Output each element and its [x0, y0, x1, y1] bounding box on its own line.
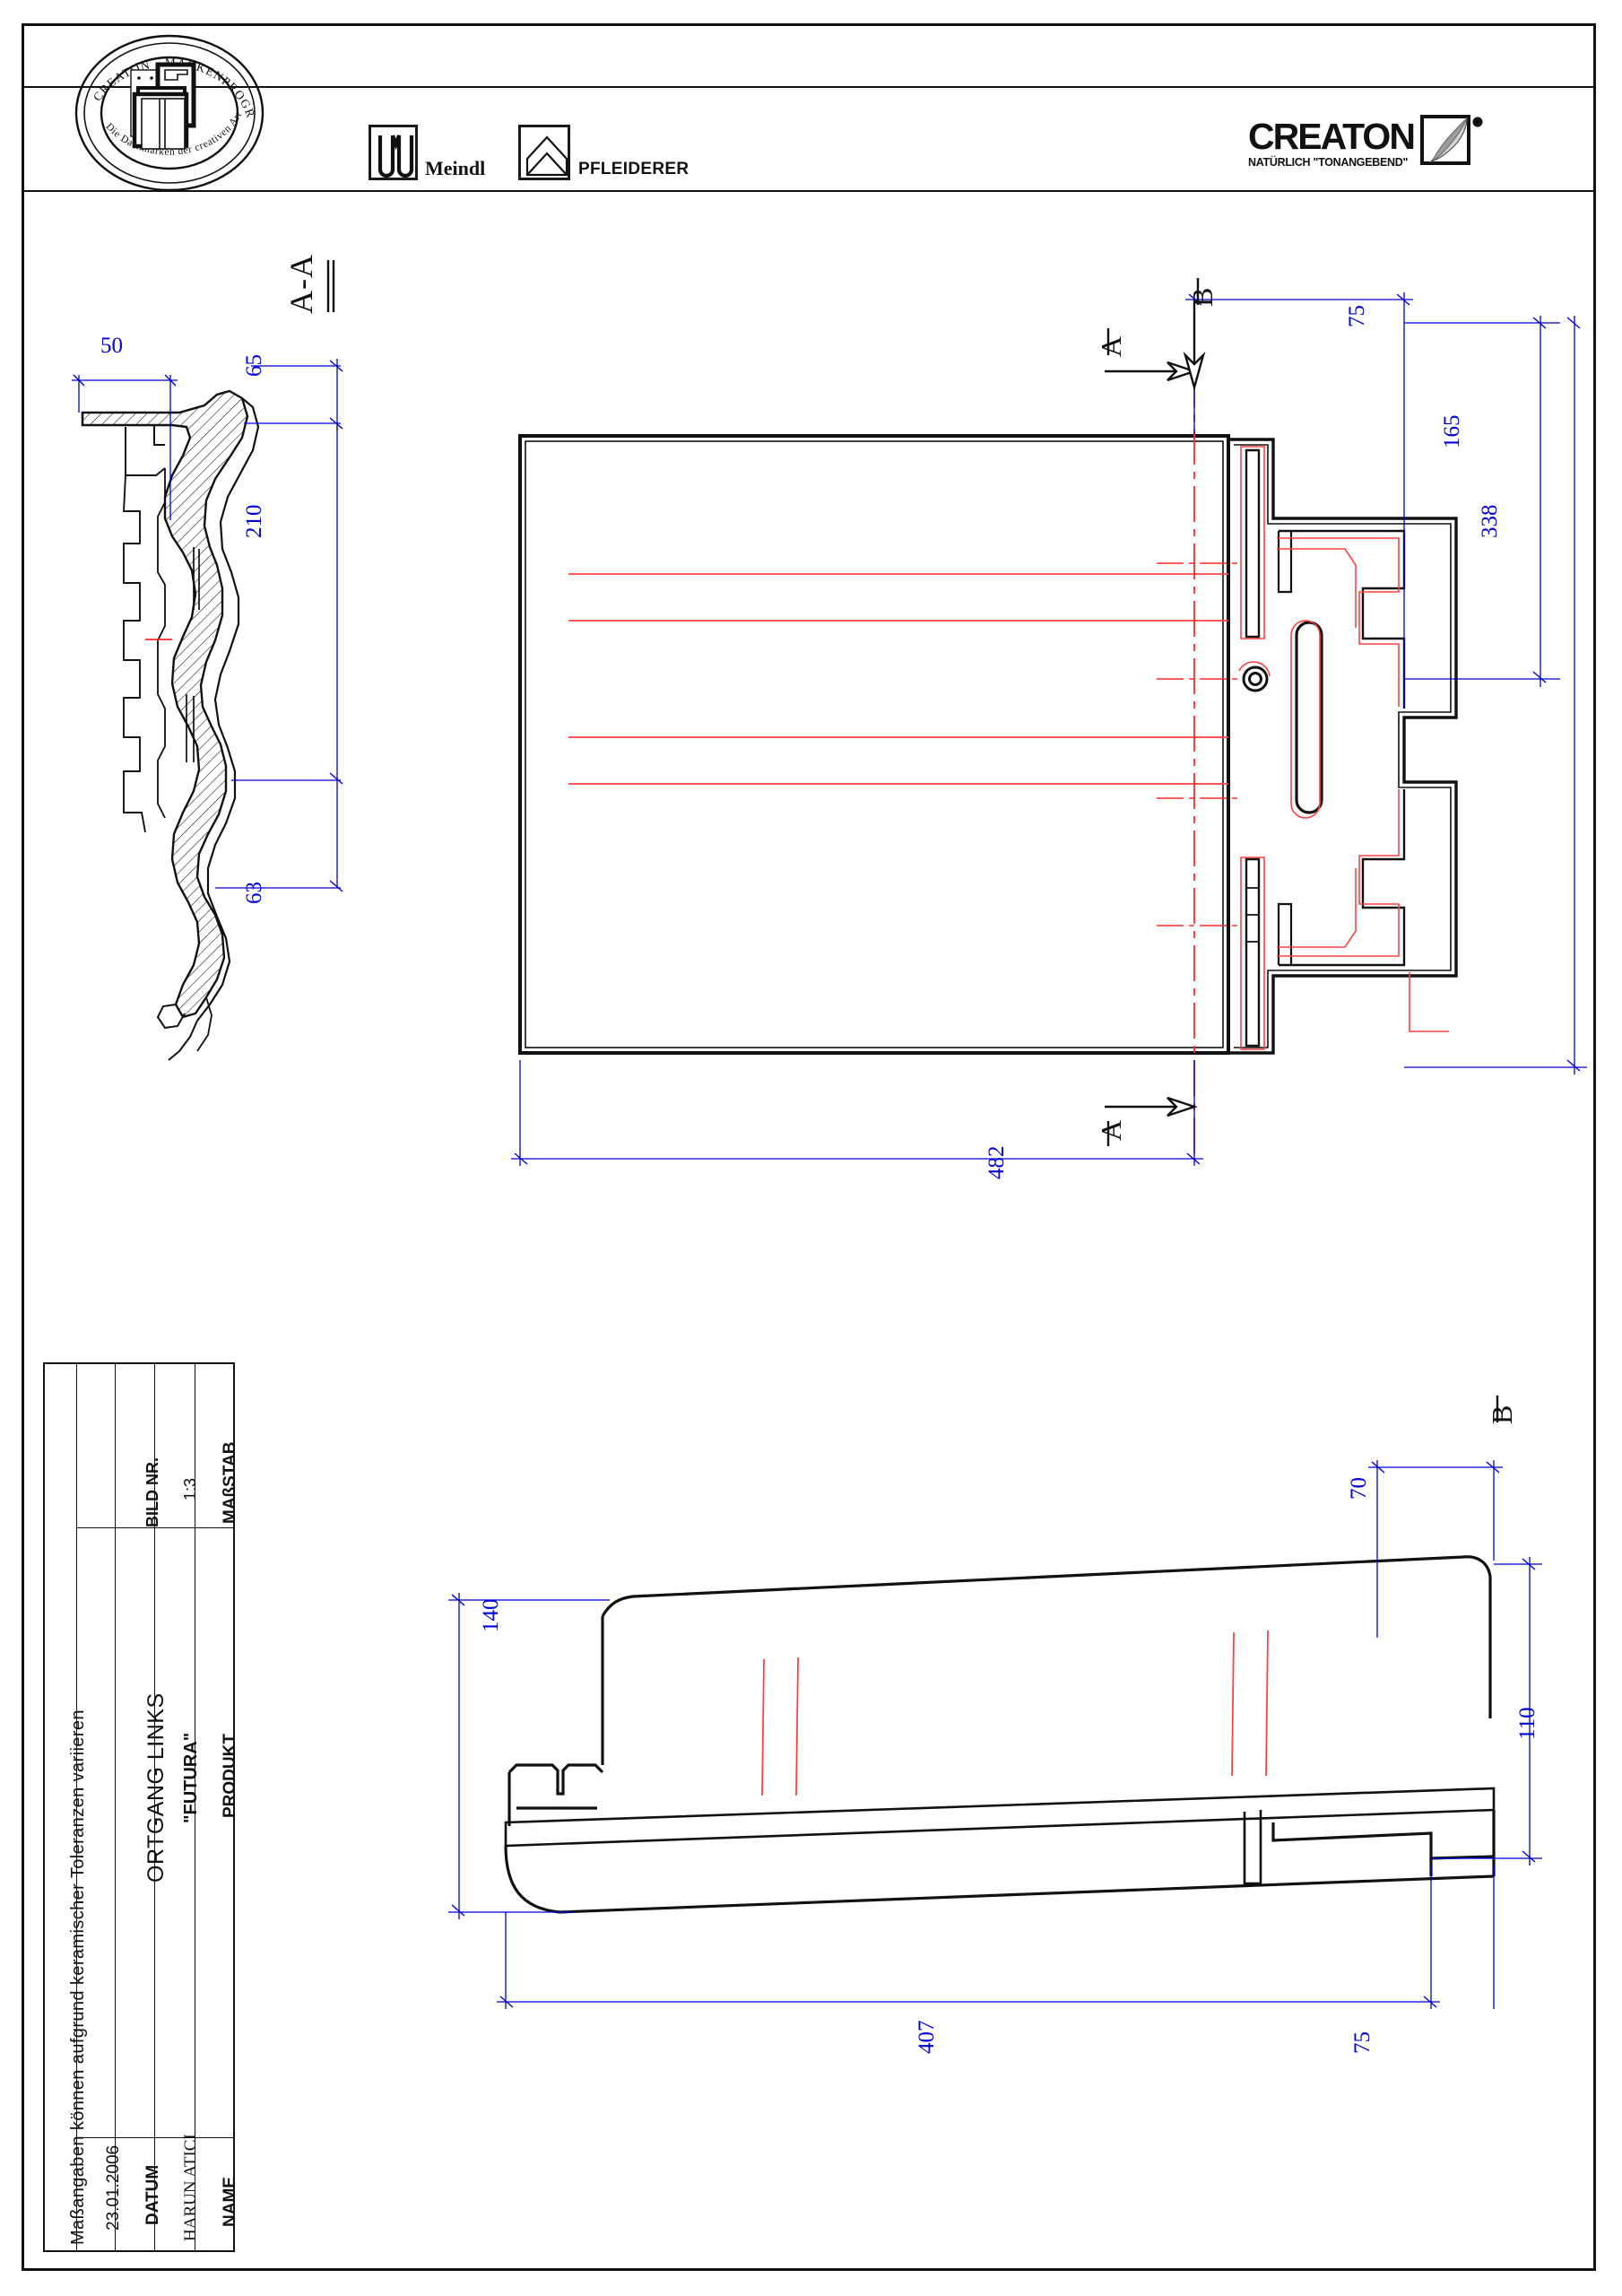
- tb-name-header: NAME: [221, 2177, 239, 2227]
- svg-text:A: A: [1095, 336, 1127, 357]
- section-marker-b-top: B: [1183, 278, 1219, 392]
- plan-nail-hole: [1238, 661, 1271, 692]
- tb-product-header: PRODUKT: [221, 1734, 239, 1818]
- dim-label-165: 165: [1440, 414, 1464, 449]
- svg-text:A: A: [1095, 1120, 1127, 1141]
- tb-picture-no-header: BILD NR.: [143, 1457, 161, 1527]
- tb-date-value: 23.01.2006: [104, 2144, 123, 2231]
- tb-scale-value: 1:3: [181, 1477, 199, 1500]
- tb-divider-1: [76, 1364, 77, 2250]
- pfleiderer-logo-label: PFLEIDERER: [578, 160, 690, 178]
- dim-label-407: 407: [915, 2020, 939, 2055]
- plan-view: A B A: [511, 278, 1587, 1166]
- dim-label-140: 140: [479, 1598, 503, 1633]
- tb-row-rule-top: [76, 1527, 235, 1528]
- dim-label-338: 338: [1478, 504, 1502, 539]
- bb-tile-outline: [504, 1555, 1496, 1914]
- section-marker-b-bottom: B: [1486, 1396, 1518, 1424]
- tb-product-title: ORTGANG LINKS: [143, 1692, 169, 1883]
- creaton-brand-logo: CREATON NATÜRLICH "TONANGEBEND": [1248, 115, 1508, 183]
- plan-verge-profile: [1228, 438, 1458, 1055]
- dim-label-70: 70: [1347, 1477, 1371, 1500]
- plan-dimension-lines: [511, 292, 1587, 1166]
- tb-row-rule-bottom: [76, 2137, 235, 2138]
- tb-scale-header: MAßSTAB: [221, 1441, 239, 1524]
- dim-label-110: 110: [1515, 1707, 1540, 1740]
- dim-label-75-top: 75: [1345, 305, 1369, 327]
- tb-divider-2: [115, 1364, 116, 2250]
- title-block: MAßSTAB 1:3 BILD NR. PRODUKT "FUTURA" OR…: [43, 1362, 239, 2252]
- creaton-tagline: NATÜRLICH "TONANGEBEND": [1248, 156, 1409, 169]
- dim-label-210: 210: [242, 504, 266, 539]
- dim-label-63: 63: [242, 882, 266, 904]
- tb-date-header: DATUM: [143, 2164, 162, 2225]
- section-marker-a-top: A: [1095, 328, 1198, 382]
- dim-label-50: 50: [100, 334, 123, 358]
- section-marker-a-bottom: A: [1095, 1096, 1198, 1146]
- creaton-feather-icon: [1420, 115, 1483, 165]
- bb-dimension-lines: [448, 1460, 1542, 2009]
- tb-product-value: "FUTURA": [181, 1732, 201, 1823]
- section-aa-dimension-lines: [72, 359, 343, 892]
- creaton-wordmark: CREATON: [1248, 116, 1416, 157]
- header-band-bottom-rule: [22, 190, 1596, 192]
- meindl-logo-label: Meindl: [425, 157, 486, 179]
- plan-red-surface-lines: [568, 573, 1228, 785]
- bb-red-lines: [761, 1630, 1269, 1796]
- svg-text:B: B: [1486, 1405, 1518, 1424]
- dim-label-482: 482: [984, 1145, 1009, 1180]
- svg-text:B: B: [1186, 288, 1219, 307]
- meindl-logo-frame: [369, 125, 418, 180]
- section-aa-title: A-A: [283, 254, 335, 314]
- verge-centerlines: [1157, 562, 1237, 926]
- section-bb-view: B: [448, 1396, 1542, 2009]
- dim-label-75-bottom: 75: [1350, 2031, 1375, 2054]
- tb-name-value: HARUN ATICI: [181, 2134, 200, 2241]
- tb-tolerance-note: Maßangaben können aufgrund keramischer T…: [68, 1709, 88, 2245]
- plan-tile-body: [518, 434, 1230, 1055]
- drawing-frame-border: [22, 23, 1596, 2271]
- plan-red-construction-lines: [1240, 446, 1449, 1050]
- creaton-markenprogramm-seal: CREATON · MARKENPROGRAMM Die Dachmarken …: [65, 22, 267, 194]
- pfleiderer-logo-frame: [518, 125, 570, 180]
- seal-tile-emblem: [130, 62, 196, 150]
- svg-text:A-A: A-A: [283, 254, 319, 314]
- dim-label-65: 65: [242, 354, 266, 377]
- header-band-top-rule: [22, 86, 1596, 88]
- section-aa-view: A-A: [72, 254, 343, 1061]
- tile-section-body: [81, 389, 260, 1061]
- tb-divider-3: [154, 1364, 155, 2250]
